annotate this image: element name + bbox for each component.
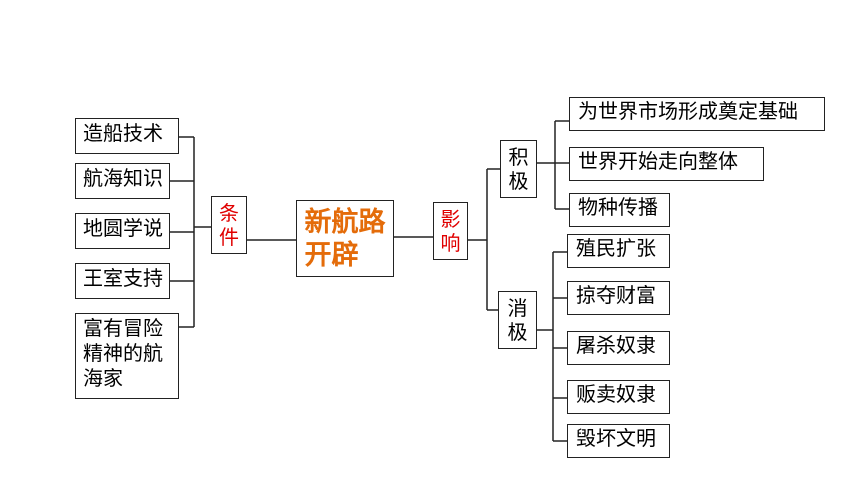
positive-item-world-market: 为世界市场形成奠定基础: [569, 97, 825, 131]
negative-label-char1: 消: [507, 296, 528, 320]
condition-item-adventurers: 富有冒险 精神的航 海家: [75, 313, 179, 399]
negative-item-massacre-slaves: 屠杀奴隶: [567, 331, 670, 365]
negative-item-colonial-expansion: 殖民扩张: [567, 234, 670, 268]
central-topic: 新航路 开辟: [296, 200, 394, 277]
negative-item-slave-trade: 贩卖奴隶: [567, 380, 670, 414]
impact-label-char2: 响: [440, 231, 461, 255]
condition-item-royal-support: 王室支持: [75, 263, 170, 299]
positive-item-species-spread: 物种传播: [569, 193, 670, 227]
conditions-label-char1: 条: [219, 201, 239, 225]
impact-label: 影 响: [433, 202, 468, 260]
condition-item-navigation: 航海知识: [75, 163, 170, 199]
positive-label: 积 极: [500, 140, 537, 198]
negative-label: 消 极: [498, 291, 537, 349]
central-topic-line2: 开辟: [304, 239, 359, 271]
central-topic-line1: 新航路: [304, 206, 386, 238]
negative-item-plunder-wealth: 掠夺财富: [567, 281, 670, 315]
conditions-label: 条 件: [211, 196, 247, 254]
positive-label-char1: 积: [508, 145, 529, 169]
negative-label-char2: 极: [507, 320, 528, 344]
condition-item-shipbuilding: 造船技术: [75, 118, 179, 154]
conditions-label-char2: 件: [219, 225, 239, 249]
positive-item-world-whole: 世界开始走向整体: [569, 147, 764, 181]
condition-item-round-earth: 地圆学说: [75, 213, 170, 249]
impact-label-char1: 影: [440, 207, 461, 231]
positive-label-char2: 极: [508, 169, 529, 193]
negative-item-destroy-civilization: 毁坏文明: [567, 424, 670, 458]
